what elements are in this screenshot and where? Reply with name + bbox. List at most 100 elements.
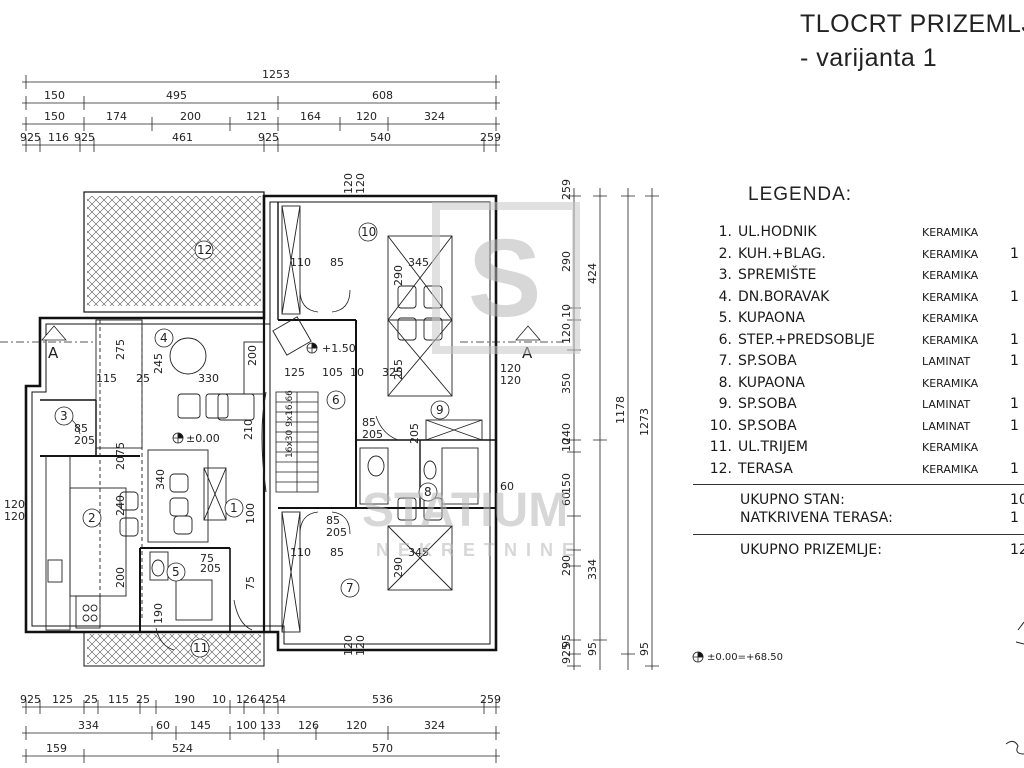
door-swings: [61, 289, 399, 651]
legend-num: 4.: [718, 288, 732, 305]
dim-right-r2-0: 424: [586, 263, 599, 284]
dim-bot-3-1: 524: [172, 742, 193, 755]
legend-room: SP.SOBA: [738, 396, 797, 412]
idim-4: 330: [198, 372, 219, 385]
dim-bot-2-6: 120: [346, 719, 367, 732]
dim-bot-1-9: 536: [372, 693, 393, 706]
dim-right-5: 10: [560, 438, 573, 452]
right-dimension-texts: 259 290 10 120 350 10 240 150 60 290 95 …: [560, 179, 651, 664]
idim-1: 245: [152, 353, 165, 374]
dim-right-r3-0: 1178: [614, 396, 627, 424]
idim-8: 105: [322, 366, 343, 379]
dim-top-3-6: 324: [424, 110, 445, 123]
total-terrace-value: 1: [1010, 510, 1019, 526]
idim-32: 205: [362, 428, 383, 441]
watermark: S STATIUM NEKRETNINE: [362, 202, 583, 560]
dim-top-2-2: 608: [372, 89, 393, 102]
dim-bot-3-0: 159: [46, 742, 67, 755]
dim-right-12: 95: [586, 642, 599, 656]
staircase: [261, 391, 319, 493]
legend-area: 1: [1010, 353, 1019, 369]
idim-2: 115: [96, 372, 117, 385]
idim-14: 345: [408, 256, 429, 269]
legend-floor: KERAMIKA: [922, 290, 979, 304]
idim-28: 205: [74, 434, 95, 447]
dim-bot-1-3: 115: [108, 693, 129, 706]
idim-19: 120: [500, 374, 521, 387]
dim-right-r4-0: 1273: [638, 408, 651, 436]
idim-10: 325: [382, 366, 403, 379]
dim-right-3: 120: [560, 323, 573, 344]
legend-num: 2.: [718, 245, 732, 262]
legend-divider-1: [693, 484, 1024, 485]
total-ground-floor: UKUPNO PRIZEMLJE:12: [740, 542, 1024, 558]
watermark-sub: NEKRETNINE: [376, 540, 583, 560]
dim-bot-1-5: 190: [174, 693, 195, 706]
north-arrow-icon: [1005, 621, 1024, 755]
legend-num: 5.: [718, 310, 732, 326]
dim-bot-2-1: 60: [156, 719, 170, 732]
idim-7: 125: [284, 366, 305, 379]
idim-42: 120: [4, 498, 25, 511]
legend-floor: LAMINAT: [922, 355, 971, 368]
legend-floor: KERAMIKA: [922, 247, 979, 261]
dim-top-2-0: 150: [44, 89, 65, 102]
porch-11-outline: [83, 631, 265, 667]
legend-room: KUH.+BLAG.: [738, 245, 826, 262]
dim-top-2-1: 495: [166, 89, 187, 102]
legend-room: SP.SOBA: [738, 353, 797, 369]
legend-room: UL.HODNIK: [738, 224, 817, 240]
dim-right-0: 259: [560, 179, 573, 200]
top-dimension-lines: [22, 75, 500, 152]
idim-35: 120: [342, 635, 355, 656]
dim-top-4-4: 925: [258, 131, 279, 144]
dim-top-4-5: 540: [370, 131, 391, 144]
dim-top-total: 1253: [262, 68, 290, 81]
section-cut-lines: [0, 325, 564, 343]
dim-bot-1-7: 126: [236, 693, 257, 706]
dim-right-13: 95: [638, 642, 651, 656]
page-title: TLOCRT PRIZEMLJ: [800, 10, 1024, 38]
dim-bot-2-5: 126: [298, 719, 319, 732]
legend-floor: LAMINAT: [922, 419, 971, 433]
dim-top-4-2: 925: [74, 131, 95, 144]
legend-floor: KERAMIKA: [922, 333, 979, 347]
legend-num: 10.: [709, 417, 732, 434]
idim-0: 275: [114, 339, 127, 360]
dim-top-4-0: 925: [20, 131, 41, 144]
dim-right-6: 240: [560, 423, 573, 444]
room-7: 7: [346, 581, 354, 595]
dim-top-4-1: 116: [48, 131, 69, 144]
room-3: 3: [60, 409, 68, 423]
legend-room: KUPAONA: [738, 310, 805, 326]
legend-num: 3.: [718, 267, 732, 283]
idim-31: 85: [362, 416, 376, 429]
legend-num: 9.: [718, 396, 732, 412]
legend-floor: KERAMIKA: [922, 376, 979, 390]
idim-29: 75: [200, 552, 214, 565]
dim-right-4: 350: [560, 373, 573, 394]
legend-room: SPREMIŠTE: [738, 267, 817, 283]
bottom-dimension-texts: 925 125 25 115 25 190 10 126 4254 536 25…: [20, 693, 501, 755]
idim-24: 190: [152, 603, 165, 624]
level-upper: +1.50: [322, 342, 356, 355]
total-ground-value: 12: [1010, 542, 1024, 558]
watermark-name: STATIUM: [362, 484, 568, 537]
legend-room: UL.TRIJEM: [738, 439, 808, 455]
dim-right-8: 60: [560, 492, 573, 506]
dim-bot-1-0: 925: [20, 693, 41, 706]
legend-num: 8.: [718, 374, 732, 391]
dim-top-3-3: 121: [246, 110, 267, 123]
idim-20: 2075: [114, 442, 127, 470]
dim-bot-1-1: 125: [52, 693, 73, 706]
legend-floor: KERAMIKA: [922, 226, 979, 239]
legend-title: LEGENDA:: [748, 184, 853, 205]
